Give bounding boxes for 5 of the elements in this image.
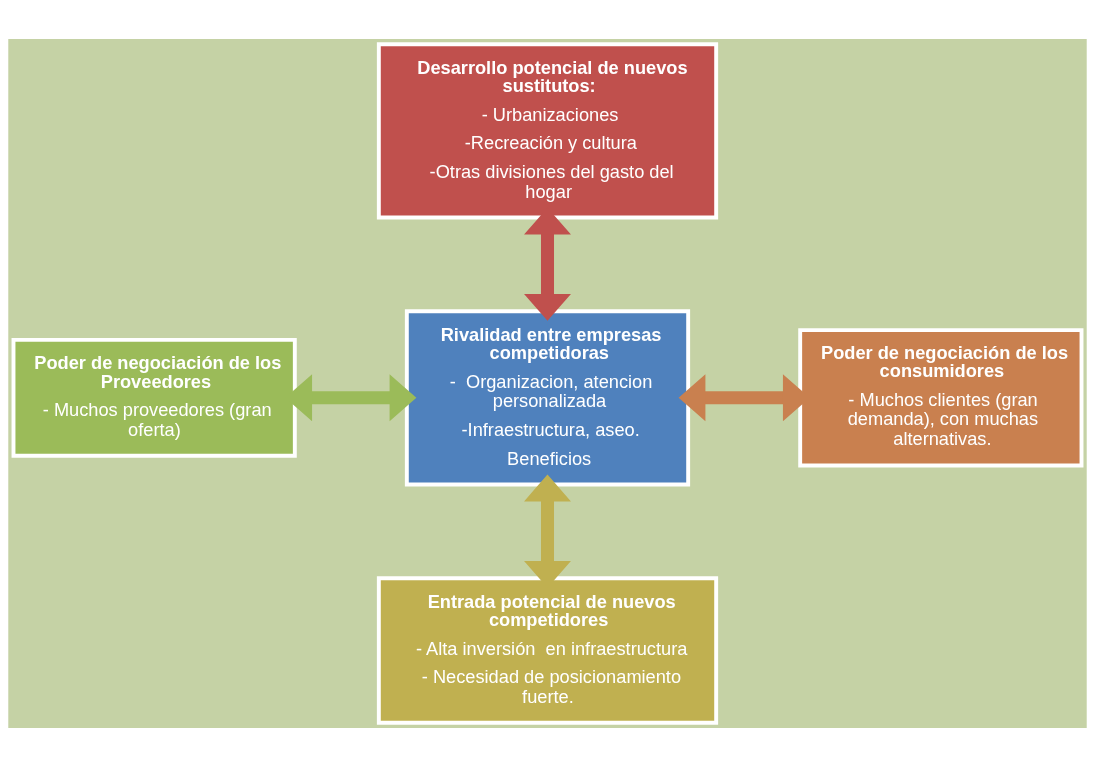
node-box: Poder de negociación de los consumidores - Muchos clientes (gran demanda), con muchas alternativas. <box>798 328 1084 468</box>
node-box: Desarrollo potencial de nuevos sustitutos: - Urbanizaciones -Recreación y cultura -Otras divisiones del gasto del hogar <box>376 42 719 220</box>
node-box: Rivalidad entre empresas competidoras - Organizacion, atencion personalizada -Infraestructura, aseo. Beneficios <box>404 309 691 487</box>
node-box: Entrada potencial de nuevos competidores - Alta inversión en infraestructura - Necesidad de posicionamiento fuerte. <box>376 576 719 725</box>
node-box: Poder de negociación de los Proveedores - Muchos proveedores (gran oferta) <box>11 337 297 458</box>
